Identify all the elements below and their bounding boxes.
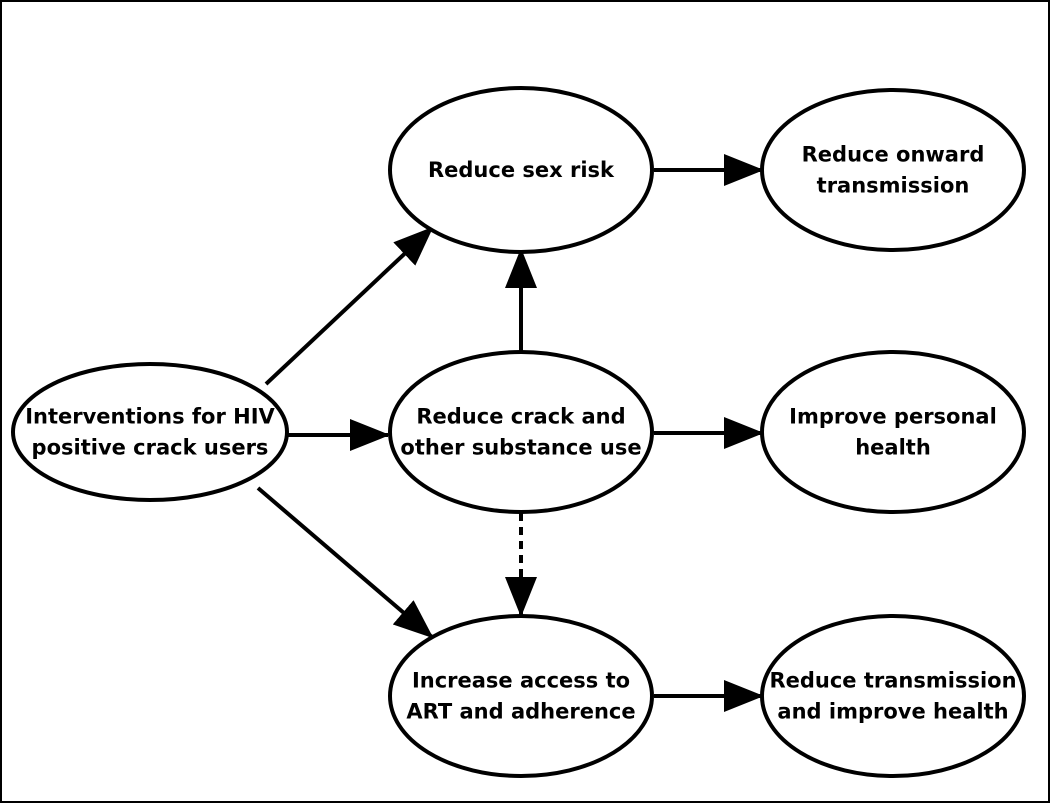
node-ellipse [388,614,654,778]
node-ellipse [760,88,1026,252]
node-ellipse [760,614,1026,778]
node-label: and improve health [777,700,1008,724]
node-onward: Reduce onward transmission [760,88,1026,252]
node-personal-health: Improve personal health [760,350,1026,514]
node-ellipse [11,362,289,502]
node-ellipse [760,350,1026,514]
node-label: Reduce crack and [416,405,625,429]
node-label: Reduce transmission [769,669,1016,693]
node-ellipse [388,350,654,514]
node-transmission-health: Reduce transmission and improve health [760,614,1026,778]
node-label: Increase access to [412,669,630,693]
node-label: Reduce sex risk [428,158,615,182]
node-label: health [855,436,931,460]
node-label: Improve personal [789,405,997,429]
node-label: other substance use [400,436,641,460]
node-label: Interventions for HIV [25,405,275,429]
node-label: Reduce onward [802,143,985,167]
node-sex-risk: Reduce sex risk [388,86,654,254]
edges-layer [256,154,764,712]
node-label: positive crack users [32,436,269,460]
arrow-interventions-to-art-access [256,486,434,639]
node-art-access: Increase access to ART and adherence [388,614,654,778]
node-label: transmission [817,174,970,198]
node-crack-use: Reduce crack and other substance use [388,350,654,514]
node-label: ART and adherence [406,700,635,724]
node-interventions: Interventions for HIV positive crack user… [11,362,289,502]
arrow-interventions-to-sex-risk [264,226,434,386]
node-ellipse [388,86,654,254]
nodes-layer: Interventions for HIV positive crack user… [11,86,1026,778]
